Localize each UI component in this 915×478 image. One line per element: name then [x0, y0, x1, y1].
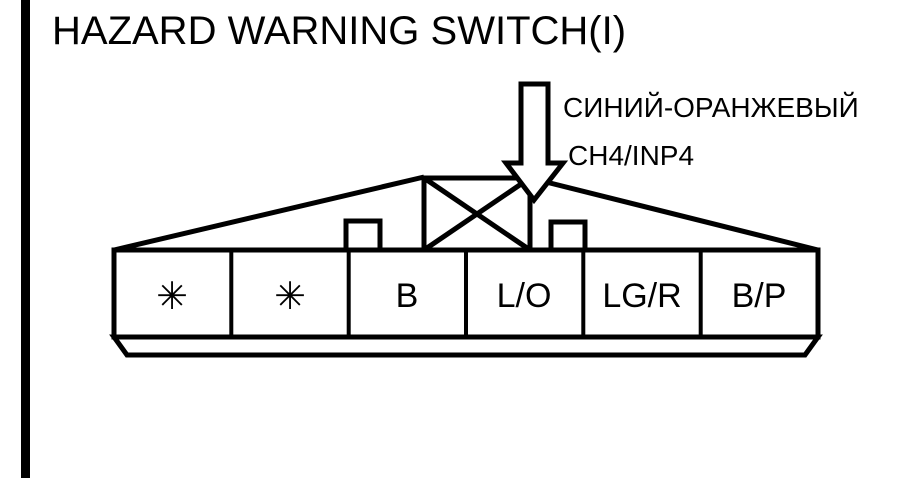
pin-highlight-arrow	[500, 81, 569, 205]
pin-label-4: L/O	[497, 277, 552, 315]
connector-base-skirt	[109, 334, 823, 358]
pin-label-3: B	[396, 277, 419, 315]
pin-label-6: B/P	[732, 277, 787, 315]
annotation-wire-color: СИНИЙ-ОРАНЖЕВЫЙ	[563, 92, 859, 123]
pin-label-1: ✳	[156, 276, 188, 318]
page-title: HAZARD WARNING SWITCH(I)	[52, 9, 626, 53]
locking-tab-left	[343, 218, 383, 250]
pin-label-2: ✳	[274, 276, 306, 318]
annotation-channel: CH4/INP4	[568, 140, 694, 171]
pin-label-5: LG/R	[602, 277, 681, 315]
housing-roof-left-edge	[113, 174, 425, 253]
housing-roof-right-edge	[529, 175, 819, 253]
locking-tab-right	[548, 219, 588, 250]
latch-cross-diagonal-b	[422, 175, 532, 253]
left-border-bar	[21, 0, 30, 478]
